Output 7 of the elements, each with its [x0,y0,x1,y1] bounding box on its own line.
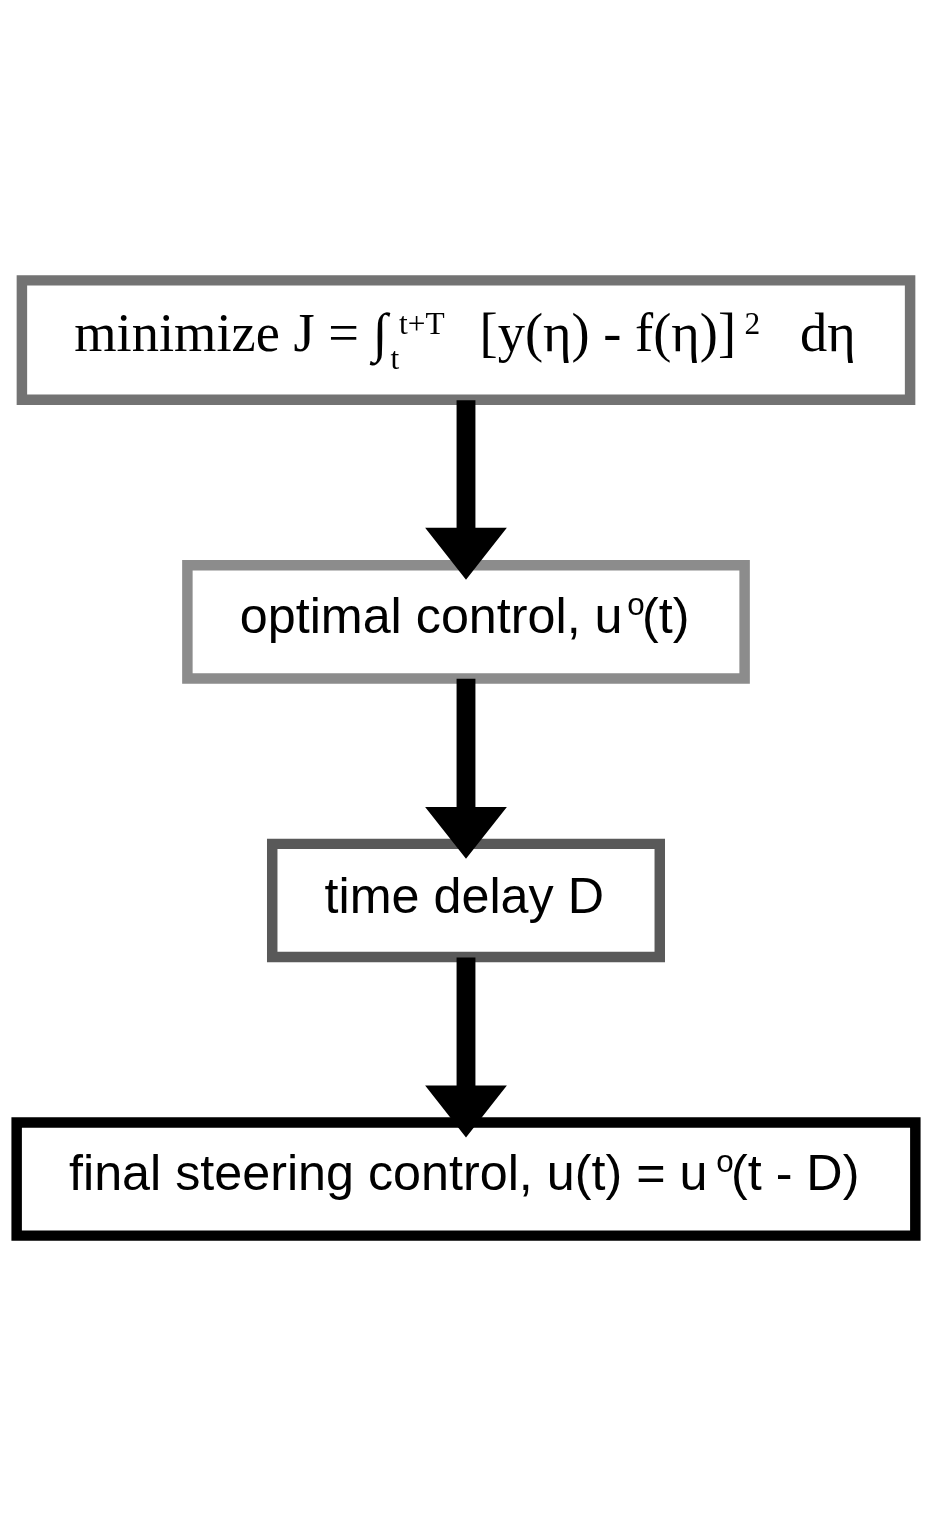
node-box: final steering control, u(t) = u$^{o}$(t - D) [11,1116,921,1241]
node-box: time delay D [267,838,665,962]
arrow [425,956,507,1137]
node-box: optimal control, u$^{o}$(t) [182,559,750,684]
arrow [425,678,507,859]
node-box: minimize J = ∫$_{t}$$^{t+T}$ [y(η) - f(η)]$^{2}$ dη [16,274,916,405]
arrow [425,399,507,580]
